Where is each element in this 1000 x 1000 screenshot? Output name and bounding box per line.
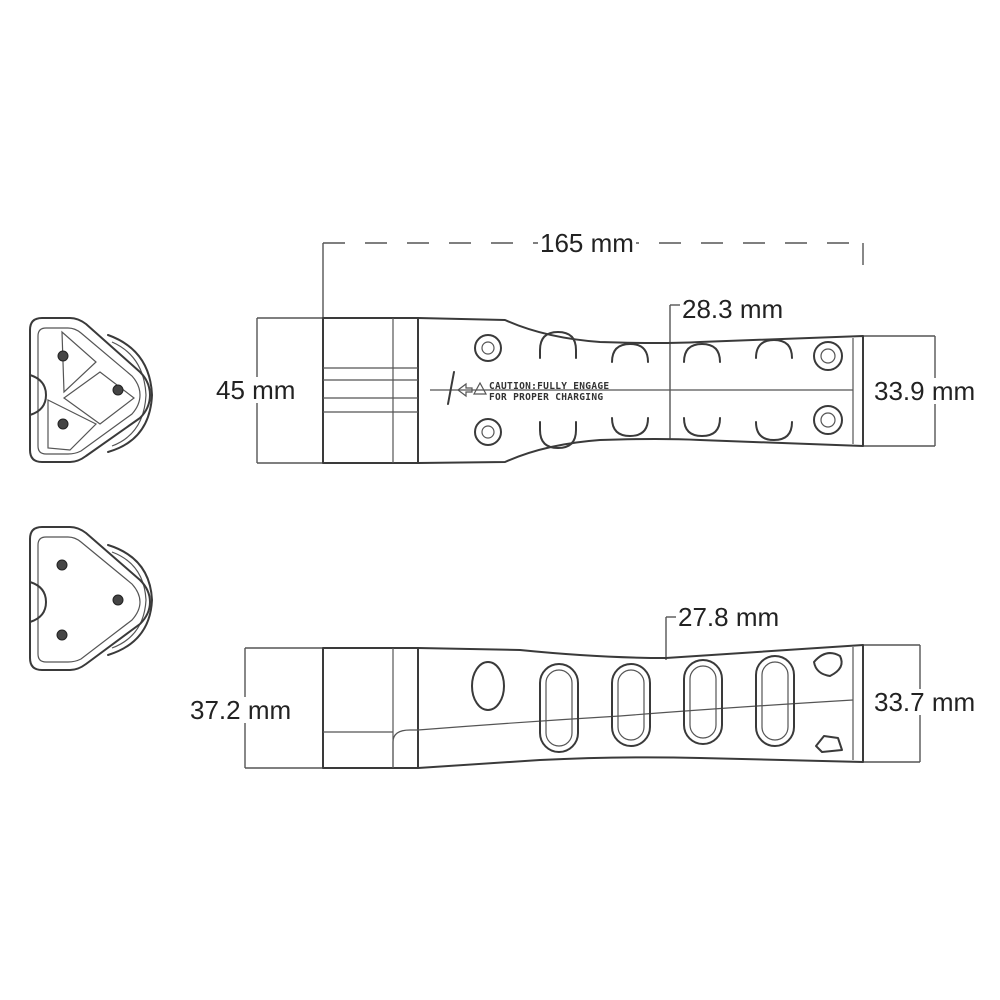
bottom-side-view (244, 616, 921, 769)
caution-line-1: CAUTION:FULLY ENGAGE (489, 381, 609, 392)
bottom-height-label: 37.2 mm (188, 695, 294, 725)
top-grip-width-label: 28.3 mm (680, 294, 786, 324)
overall-length-label: 165 mm (538, 228, 636, 258)
top-tip-height-label: 33.9 mm (872, 376, 978, 406)
bottom-grip-width-label: 27.8 mm (676, 602, 782, 632)
top-height-label: 45 mm (214, 375, 298, 405)
bottom-tip-height-label: 33.7 mm (872, 687, 978, 717)
caution-line-2: FOR PROPER CHARGING (489, 392, 603, 403)
end-view-three-pin (29, 317, 153, 463)
end-view-plain (29, 526, 153, 671)
top-side-view: CAUTION:FULLY ENGAGE FOR PROPER CHARGING (256, 242, 936, 464)
